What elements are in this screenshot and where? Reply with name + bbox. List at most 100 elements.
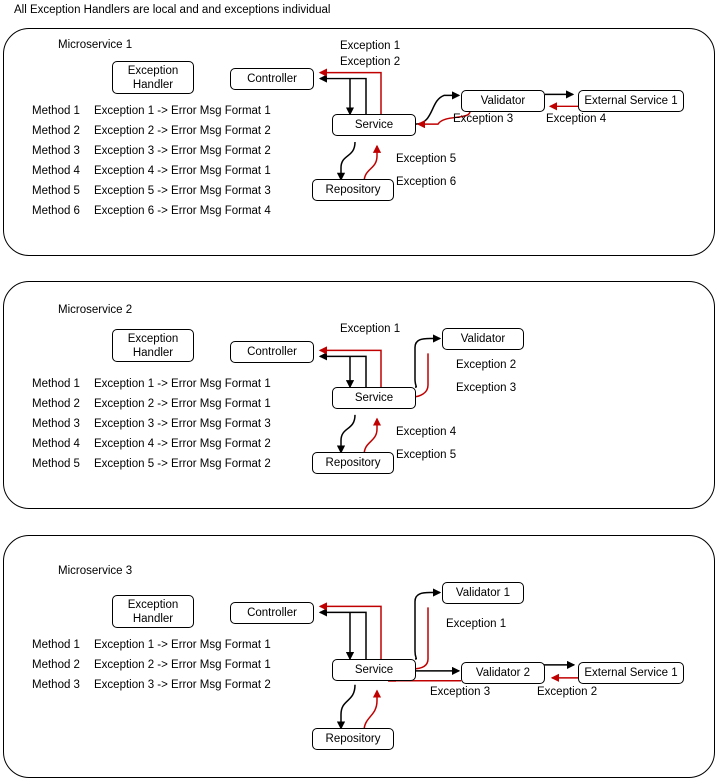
- panel-2-label-exception-4: Exception 4: [396, 426, 457, 438]
- validator-1-label: Validator 1: [455, 587, 511, 599]
- exception-handler-label-line-2: Handler: [132, 78, 174, 91]
- method-name: Method 2: [32, 125, 80, 137]
- panel-2-title: Microservice 2: [58, 304, 133, 316]
- panel-1-label-exception-4: Exception 4: [546, 113, 607, 125]
- panel-3-service-node[interactable]: Service: [332, 659, 416, 681]
- panel-1-repository-node[interactable]: Repository: [312, 179, 394, 201]
- panel-2-repository-node[interactable]: Repository: [312, 452, 394, 474]
- panel-1-label-exception-6: Exception 6: [396, 176, 457, 188]
- method-desc: Exception 4 -> Error Msg Format 1: [94, 165, 271, 177]
- panel-3-label-exception-1: Exception 1: [446, 618, 507, 630]
- microservice-1-panel: Microservice 1 Exception Handler Control…: [3, 28, 715, 256]
- method-desc: Exception 3 -> Error Msg Format 3: [94, 418, 271, 430]
- exception-handler-label-line-2: Handler: [132, 612, 174, 625]
- external-service-label: External Service 1: [584, 667, 678, 679]
- panel-2-label-exception-3: Exception 3: [456, 382, 517, 394]
- panel-2-exception-handler-node[interactable]: Exception Handler: [112, 329, 194, 362]
- panel-1-service-node[interactable]: Service: [332, 114, 416, 136]
- method-row: Method 3 Exception 3 -> Error Msg Format…: [32, 675, 271, 695]
- repository-label: Repository: [325, 733, 381, 745]
- controller-label: Controller: [247, 73, 297, 85]
- method-row: Method 4 Exception 4 -> Error Msg Format…: [32, 161, 271, 181]
- microservice-2-panel: Microservice 2 Exception Handler Control…: [3, 281, 715, 509]
- method-desc: Exception 1 -> Error Msg Format 1: [94, 639, 271, 651]
- method-row: Method 3 Exception 3 -> Error Msg Format…: [32, 141, 271, 161]
- method-name: Method 5: [32, 458, 80, 470]
- panel-3-label-exception-2: Exception 2: [537, 686, 598, 698]
- panel-1-label-exception-2: Exception 2: [340, 56, 401, 68]
- method-desc: Exception 1 -> Error Msg Format 1: [94, 105, 271, 117]
- exception-handler-label-line-1: Exception: [127, 332, 179, 345]
- method-desc: Exception 2 -> Error Msg Format 2: [94, 125, 271, 137]
- method-row: Method 4 Exception 4 -> Error Msg Format…: [32, 434, 271, 454]
- repository-label: Repository: [325, 184, 381, 196]
- method-desc: Exception 5 -> Error Msg Format 2: [94, 458, 271, 470]
- external-service-label: External Service 1: [584, 95, 678, 107]
- method-row: Method 2 Exception 2 -> Error Msg Format…: [32, 394, 271, 414]
- panel-1-method-list: Method 1 Exception 1 -> Error Msg Format…: [32, 101, 271, 221]
- method-row: Method 5 Exception 5 -> Error Msg Format…: [32, 181, 271, 201]
- method-name: Method 1: [32, 105, 80, 117]
- panel-2-controller-node[interactable]: Controller: [230, 341, 314, 363]
- exception-handler-label-line-1: Exception: [127, 64, 179, 77]
- method-row: Method 2 Exception 2 -> Error Msg Format…: [32, 121, 271, 141]
- method-name: Method 2: [32, 398, 80, 410]
- diagram-caption: All Exception Handlers are local and and…: [14, 4, 331, 16]
- method-name: Method 3: [32, 418, 80, 430]
- panel-2-validator-node[interactable]: Validator: [442, 328, 524, 350]
- panel-3-method-list: Method 1 Exception 1 -> Error Msg Format…: [32, 635, 271, 695]
- method-name: Method 3: [32, 145, 80, 157]
- panel-1-exception-handler-node[interactable]: Exception Handler: [112, 61, 194, 94]
- panel-3-repository-node[interactable]: Repository: [312, 728, 394, 750]
- panel-2-service-node[interactable]: Service: [332, 387, 416, 409]
- microservice-3-panel: Microservice 3 Exception Handler Control…: [3, 535, 715, 778]
- method-desc: Exception 3 -> Error Msg Format 2: [94, 679, 271, 691]
- panel-1-validator-node[interactable]: Validator: [461, 90, 545, 112]
- method-name: Method 6: [32, 205, 80, 217]
- method-row: Method 1 Exception 1 -> Error Msg Format…: [32, 101, 271, 121]
- panel-2-label-exception-5: Exception 5: [396, 449, 457, 461]
- exception-handler-label-line-1: Exception: [127, 598, 179, 611]
- panel-1-title: Microservice 1: [58, 39, 133, 51]
- method-row: Method 1 Exception 1 -> Error Msg Format…: [32, 374, 271, 394]
- method-desc: Exception 2 -> Error Msg Format 1: [94, 659, 271, 671]
- service-label: Service: [354, 119, 394, 131]
- panel-3-label-exception-3: Exception 3: [430, 686, 491, 698]
- panel-2-label-exception-1: Exception 1: [340, 323, 401, 335]
- method-row: Method 5 Exception 5 -> Error Msg Format…: [32, 454, 271, 474]
- controller-label: Controller: [247, 607, 297, 619]
- method-desc: Exception 4 -> Error Msg Format 2: [94, 438, 271, 450]
- method-name: Method 4: [32, 438, 80, 450]
- panel-3-external-service-node[interactable]: External Service 1: [578, 662, 684, 684]
- method-name: Method 2: [32, 659, 80, 671]
- panel-3-validator-1-node[interactable]: Validator 1: [442, 582, 524, 604]
- method-row: Method 1 Exception 1 -> Error Msg Format…: [32, 635, 271, 655]
- repository-label: Repository: [325, 457, 381, 469]
- panel-3-title: Microservice 3: [58, 565, 133, 577]
- panel-1-label-exception-3: Exception 3: [453, 113, 514, 125]
- method-desc: Exception 2 -> Error Msg Format 1: [94, 398, 271, 410]
- panel-3-validator-2-node[interactable]: Validator 2: [461, 662, 545, 684]
- panel-2-label-exception-2: Exception 2: [456, 359, 517, 371]
- service-label: Service: [354, 664, 394, 676]
- panel-3-exception-handler-node[interactable]: Exception Handler: [112, 595, 194, 628]
- panel-3-controller-node[interactable]: Controller: [230, 602, 314, 624]
- method-desc: Exception 5 -> Error Msg Format 3: [94, 185, 271, 197]
- method-row: Method 2 Exception 2 -> Error Msg Format…: [32, 655, 271, 675]
- method-name: Method 4: [32, 165, 80, 177]
- method-name: Method 1: [32, 639, 80, 651]
- exception-handler-label-line-2: Handler: [132, 346, 174, 359]
- validator-label: Validator: [460, 333, 506, 345]
- method-row: Method 6 Exception 6 -> Error Msg Format…: [32, 201, 271, 221]
- method-desc: Exception 1 -> Error Msg Format 1: [94, 378, 271, 390]
- method-name: Method 3: [32, 679, 80, 691]
- panel-2-method-list: Method 1 Exception 1 -> Error Msg Format…: [32, 374, 271, 474]
- validator-label: Validator: [480, 95, 526, 107]
- panel-1-external-service-node[interactable]: External Service 1: [578, 90, 684, 112]
- panel-1-controller-node[interactable]: Controller: [230, 68, 314, 90]
- panel-1-label-exception-5: Exception 5: [396, 153, 457, 165]
- method-row: Method 3 Exception 3 -> Error Msg Format…: [32, 414, 271, 434]
- method-name: Method 1: [32, 378, 80, 390]
- controller-label: Controller: [247, 346, 297, 358]
